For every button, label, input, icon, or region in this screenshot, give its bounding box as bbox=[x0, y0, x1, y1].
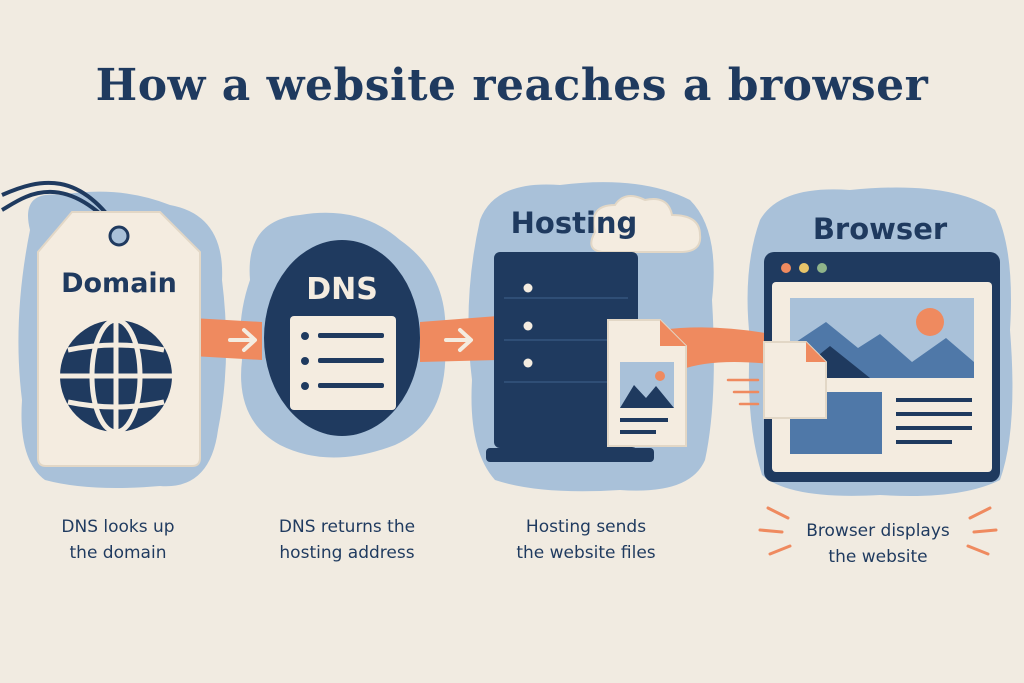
domain-caption: DNS looks up the domain bbox=[18, 514, 218, 566]
dns-list-icon bbox=[264, 240, 420, 436]
caption-line: DNS returns the bbox=[278, 517, 416, 537]
browser-label: Browser bbox=[812, 212, 948, 246]
caption-line: the website bbox=[828, 547, 928, 567]
browser-window-icon bbox=[726, 252, 1000, 482]
dns-label: DNS bbox=[306, 272, 378, 307]
caption-line: hosting address bbox=[279, 543, 415, 563]
sparkle-icon bbox=[758, 506, 998, 556]
hosting-caption: Hosting sends the website files bbox=[486, 514, 686, 566]
domain-tag-globe-icon bbox=[1, 180, 201, 467]
dns-caption: DNS returns the hosting address bbox=[247, 514, 447, 566]
caption-line: Browser displays bbox=[806, 521, 950, 541]
caption-line: the website files bbox=[516, 543, 656, 563]
caption-line: Hosting sends bbox=[525, 517, 647, 537]
domain-label: Domain bbox=[61, 268, 177, 299]
caption-line: the domain bbox=[69, 543, 167, 563]
arrow-icon bbox=[228, 328, 473, 352]
caption-line: DNS looks up bbox=[61, 517, 175, 537]
hosting-label: Hosting bbox=[510, 206, 638, 240]
server-cloud-icon bbox=[486, 195, 702, 462]
browser-caption: Browser displays the website bbox=[778, 518, 978, 570]
page-title: How a website reaches a browser bbox=[95, 60, 929, 111]
